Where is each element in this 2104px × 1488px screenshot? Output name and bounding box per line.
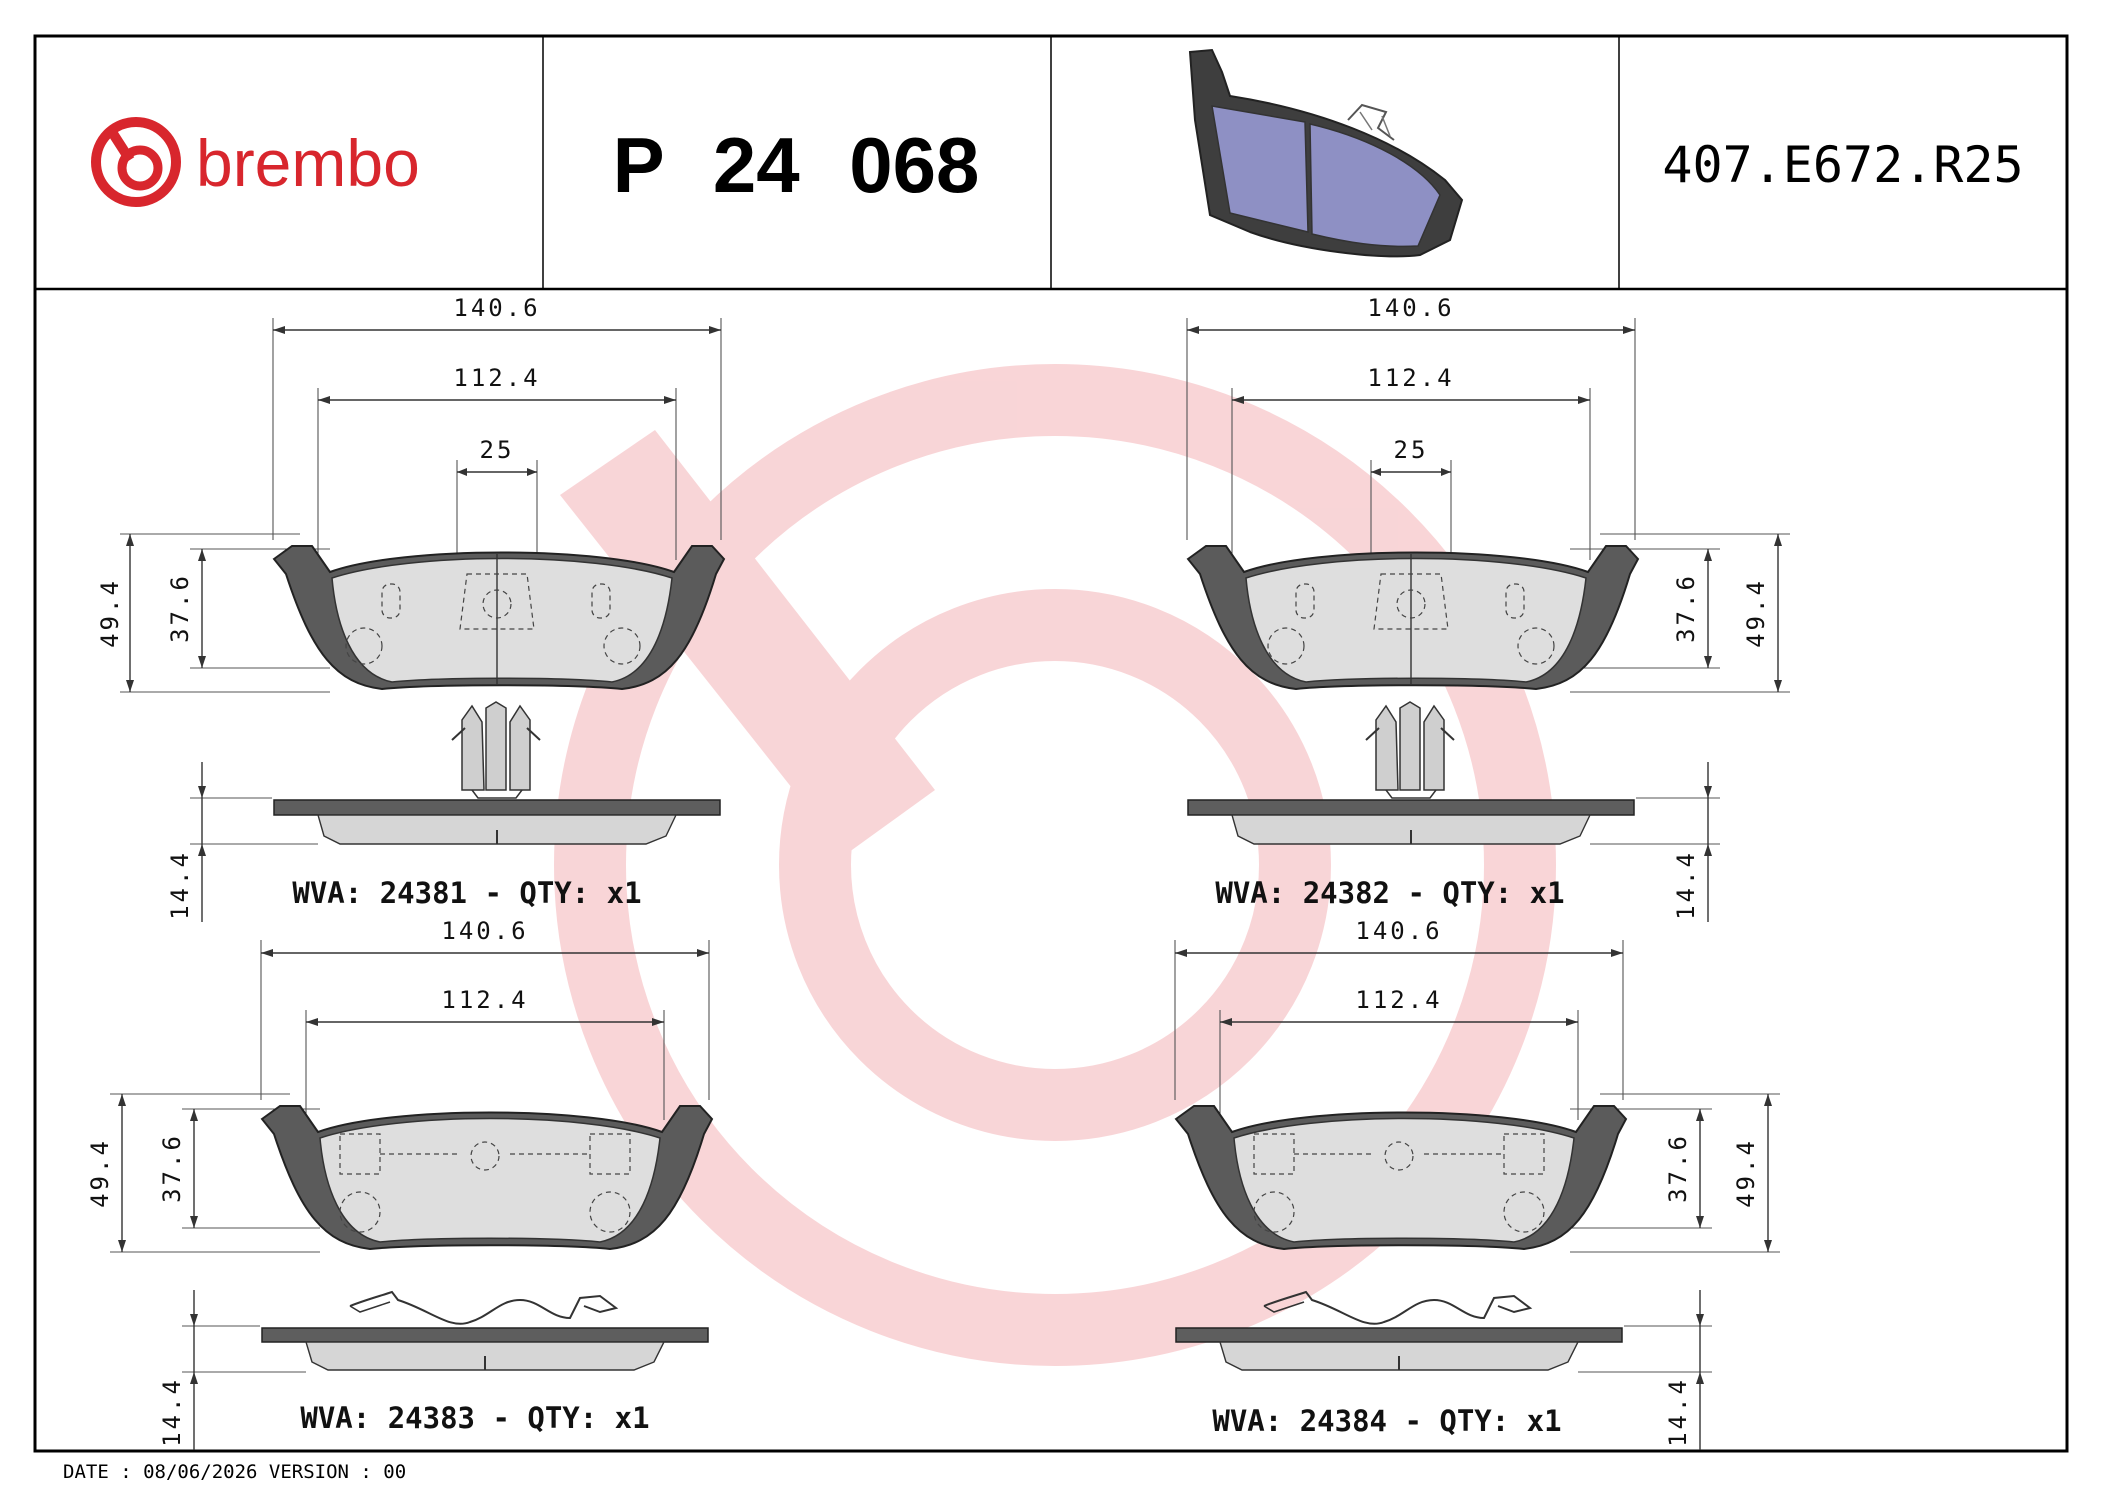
dim-thickness: 14.4 [1672,850,1700,920]
pad-front-view [273,545,725,690]
dim-height-friction: 37.6 [1672,573,1700,643]
pad-side-view: 14.4 [166,762,721,922]
wva-label: WVA: 24381 - QTY: x1 [292,876,641,910]
view-top-right: 140.6 112.4 25 49.4 37.6 [1186,294,1790,922]
dim-center: 25 [480,436,515,464]
dim-height-friction: 37.6 [158,1133,186,1203]
dim-thickness: 14.4 [166,850,194,920]
dim-inner-width: 112.4 [1355,986,1442,1014]
brembo-logo: brembo [91,117,420,207]
brembo-logo-icon [91,117,181,207]
pad-front-view [261,1105,713,1250]
dim-thickness: 14.4 [158,1377,186,1447]
dim-overall-width: 140.6 [1355,917,1442,945]
abutment-clip [451,701,541,799]
wear-spring [349,1290,619,1325]
dim-overall-width: 140.6 [441,917,528,945]
wva-label: WVA: 24383 - QTY: x1 [300,1401,649,1435]
pad-front-view [1187,545,1639,690]
brembo-watermark [554,364,1556,1366]
abutment-clip [1365,701,1455,799]
dim-inner-width: 112.4 [453,364,540,392]
dim-height-total: 49.4 [86,1138,114,1208]
dim-height-friction: 37.6 [1664,1133,1692,1203]
pad-3d-preview [1188,48,1464,258]
dim-height-total: 49.4 [96,578,124,648]
pad-side-view: 14.4 [1175,1290,1712,1450]
wear-spring [1263,1290,1533,1325]
pad-side-view: 14.4 [1187,762,1720,922]
wva-label: WVA: 24384 - QTY: x1 [1212,1404,1561,1438]
dim-inner-width: 112.4 [441,986,528,1014]
dim-height-total: 49.4 [1732,1138,1760,1208]
dim-thickness: 14.4 [1664,1377,1692,1447]
dim-center: 25 [1394,436,1429,464]
dim-inner-width: 112.4 [1367,364,1454,392]
pad-front-view [1175,1105,1627,1250]
view-top-left: 140.6 112.4 25 49.4 37.6 [96,294,725,922]
dim-height-friction: 37.6 [166,573,194,643]
view-bottom-left: 140.6 112.4 49.4 37.6 [86,917,713,1450]
dim-overall-width: 140.6 [1367,294,1454,322]
date-version: DATE : 08/06/2026 VERSION : 00 [63,1461,406,1483]
reference-code: 407.E672.R25 [1662,136,2023,194]
brand-wordmark: brembo [196,126,420,200]
wva-label: WVA: 24382 - QTY: x1 [1215,876,1564,910]
view-bottom-right: 140.6 112.4 49.4 37.6 [1174,917,1780,1450]
dim-height-total: 49.4 [1742,578,1770,648]
pad-side-view: 14.4 [158,1290,709,1450]
dim-overall-width: 140.6 [453,294,540,322]
part-number: P 24 068 [613,121,980,209]
